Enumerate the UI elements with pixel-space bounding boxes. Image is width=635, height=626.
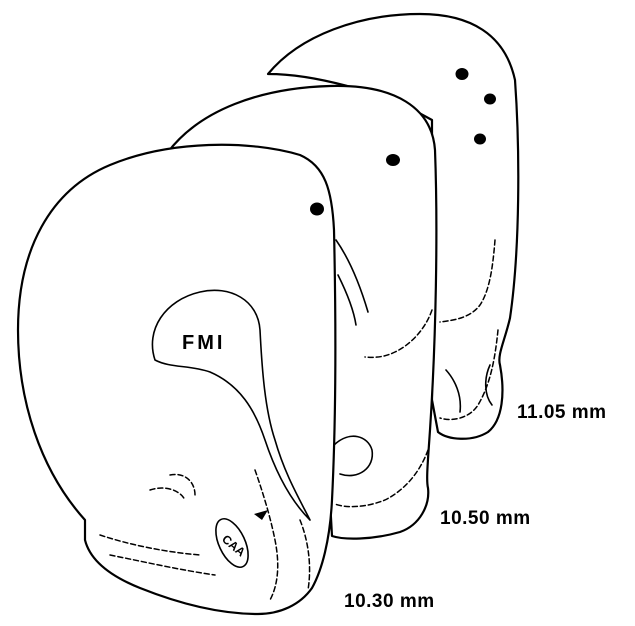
injection-dot [474, 134, 486, 145]
level-label-middle: 10.50 mm [440, 508, 531, 529]
injection-dot [386, 154, 400, 166]
injection-dot [456, 68, 469, 80]
brain-section-front [18, 145, 335, 614]
injection-dot [310, 203, 324, 216]
level-label-front: 10.30 mm [344, 591, 435, 612]
fmi-label: FMI [182, 332, 225, 354]
section-outline-front [18, 145, 335, 614]
level-label-back: 11.05 mm [517, 402, 607, 423]
injection-dot [484, 94, 496, 105]
